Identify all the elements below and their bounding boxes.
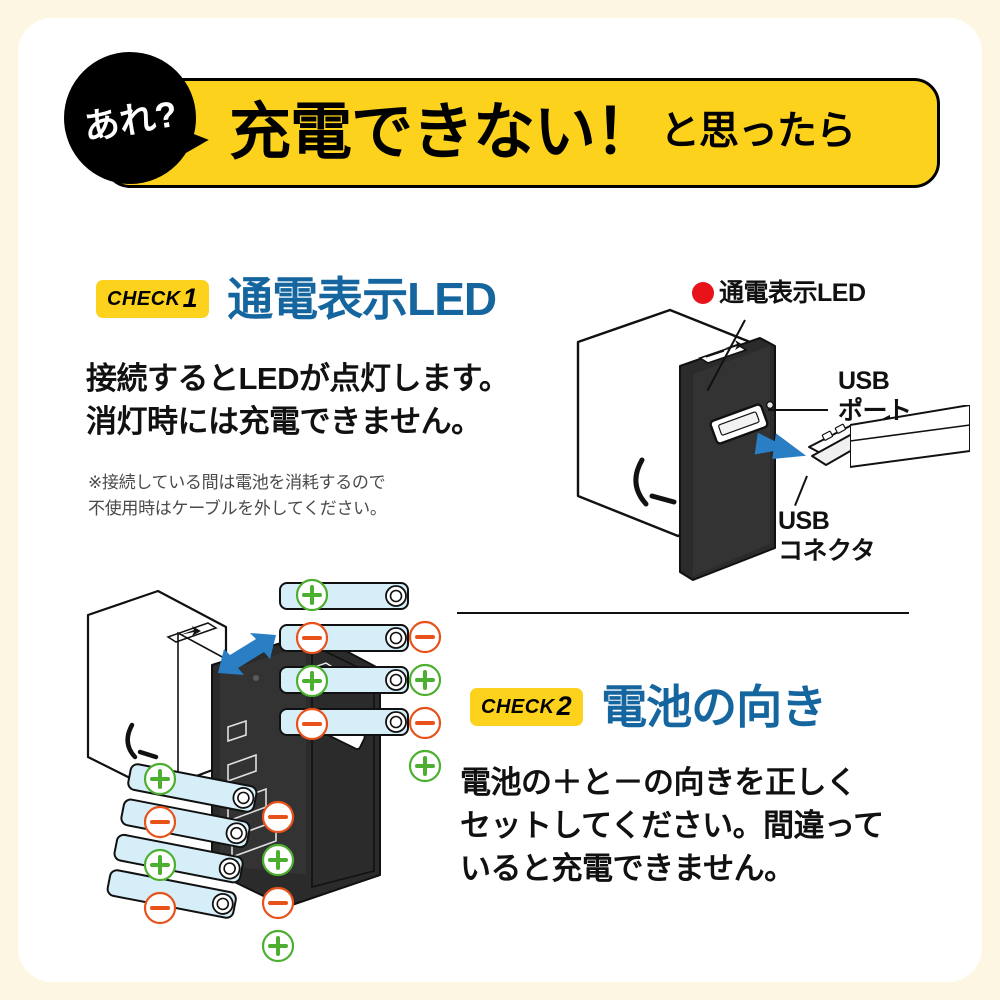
plus-icon [295, 664, 329, 698]
polarity-bottom-right [261, 800, 295, 963]
label-usb-port-line-2: ポート [838, 397, 912, 425]
polarity-bottom-left [143, 762, 177, 925]
label-usb-connector-line-1: USB [778, 507, 830, 535]
polarity-top-right [408, 620, 442, 783]
section-1-body: 接続するとLEDが点灯します。 消灯時には充電できません。 [86, 358, 510, 444]
plus-icon [143, 762, 177, 796]
check-badge-1-number: 1 [182, 283, 199, 313]
section-2-body-line-1: 電池の＋と－の向きを正しく [460, 765, 857, 800]
section-1-body-line-1: 接続するとLEDが点灯します。 [86, 361, 510, 396]
section-1-note: ※接続している間は電池を消耗するので 不使用時はケーブルを外してください。 [88, 470, 387, 521]
section-divider [457, 612, 909, 614]
leader-line-usb-port [768, 409, 828, 411]
minus-icon [295, 621, 329, 655]
label-usb-connector: USB コネクタ [778, 506, 876, 566]
page-title: 充電できない！ [229, 98, 657, 167]
double-arrow-icon [218, 633, 276, 675]
minus-icon [408, 706, 442, 740]
red-dot-icon [692, 282, 714, 304]
check-badge-1-label: CHECK [107, 287, 181, 310]
plus-icon [261, 843, 295, 877]
section-2-body-line-3: いると充電できません。 [460, 850, 795, 886]
check-badge-2-number: 2 [556, 691, 573, 721]
section-1-note-line-1: ※接続している間は電池を消耗するので [88, 473, 386, 492]
plus-icon [261, 929, 295, 963]
section-2-body: 電池の＋と－の向きを正しく セットしてください。間違って いると充電できません。 [460, 762, 884, 890]
section-1-title: 通電表示LED [227, 273, 497, 325]
battery-orientation-illustration [86, 582, 409, 920]
plus-icon [295, 578, 329, 612]
plus-icon [408, 749, 442, 783]
section-2-body-line-2: セットしてください。間違って [460, 807, 884, 843]
speech-bubble: あれ? [64, 52, 196, 184]
title-banner-text-row: 充電できない！ と思ったら [107, 81, 937, 185]
section-1-note-line-2: 不使用時はケーブルを外してください。 [88, 498, 387, 518]
speech-bubble-label: あれ? [80, 92, 181, 149]
minus-icon [295, 707, 329, 741]
section-1-body-line-2: 消灯時には充電できません。 [86, 403, 482, 439]
section-2-title: 電池の向き [601, 681, 827, 733]
minus-icon [261, 886, 295, 920]
minus-icon [261, 800, 295, 834]
plus-icon [408, 663, 442, 697]
label-usb-port-line-1: USB [838, 367, 890, 395]
page-title-suffix: と思ったら [660, 109, 856, 153]
minus-icon [143, 891, 177, 925]
minus-icon [143, 805, 177, 839]
title-banner: 充電できない！ と思ったら [104, 78, 940, 188]
plus-icon [143, 848, 177, 882]
check-badge-2-label: CHECK [481, 695, 555, 718]
label-usb-connector-line-2: コネクタ [778, 537, 876, 565]
minus-icon [408, 620, 442, 654]
label-power-led-text: 通電表示LED [719, 279, 866, 307]
polarity-top-left [295, 578, 329, 741]
label-usb-port: USB ポート [838, 366, 912, 426]
usb-cable-illustration [850, 405, 970, 469]
label-power-led: 通電表示LED [692, 278, 866, 308]
